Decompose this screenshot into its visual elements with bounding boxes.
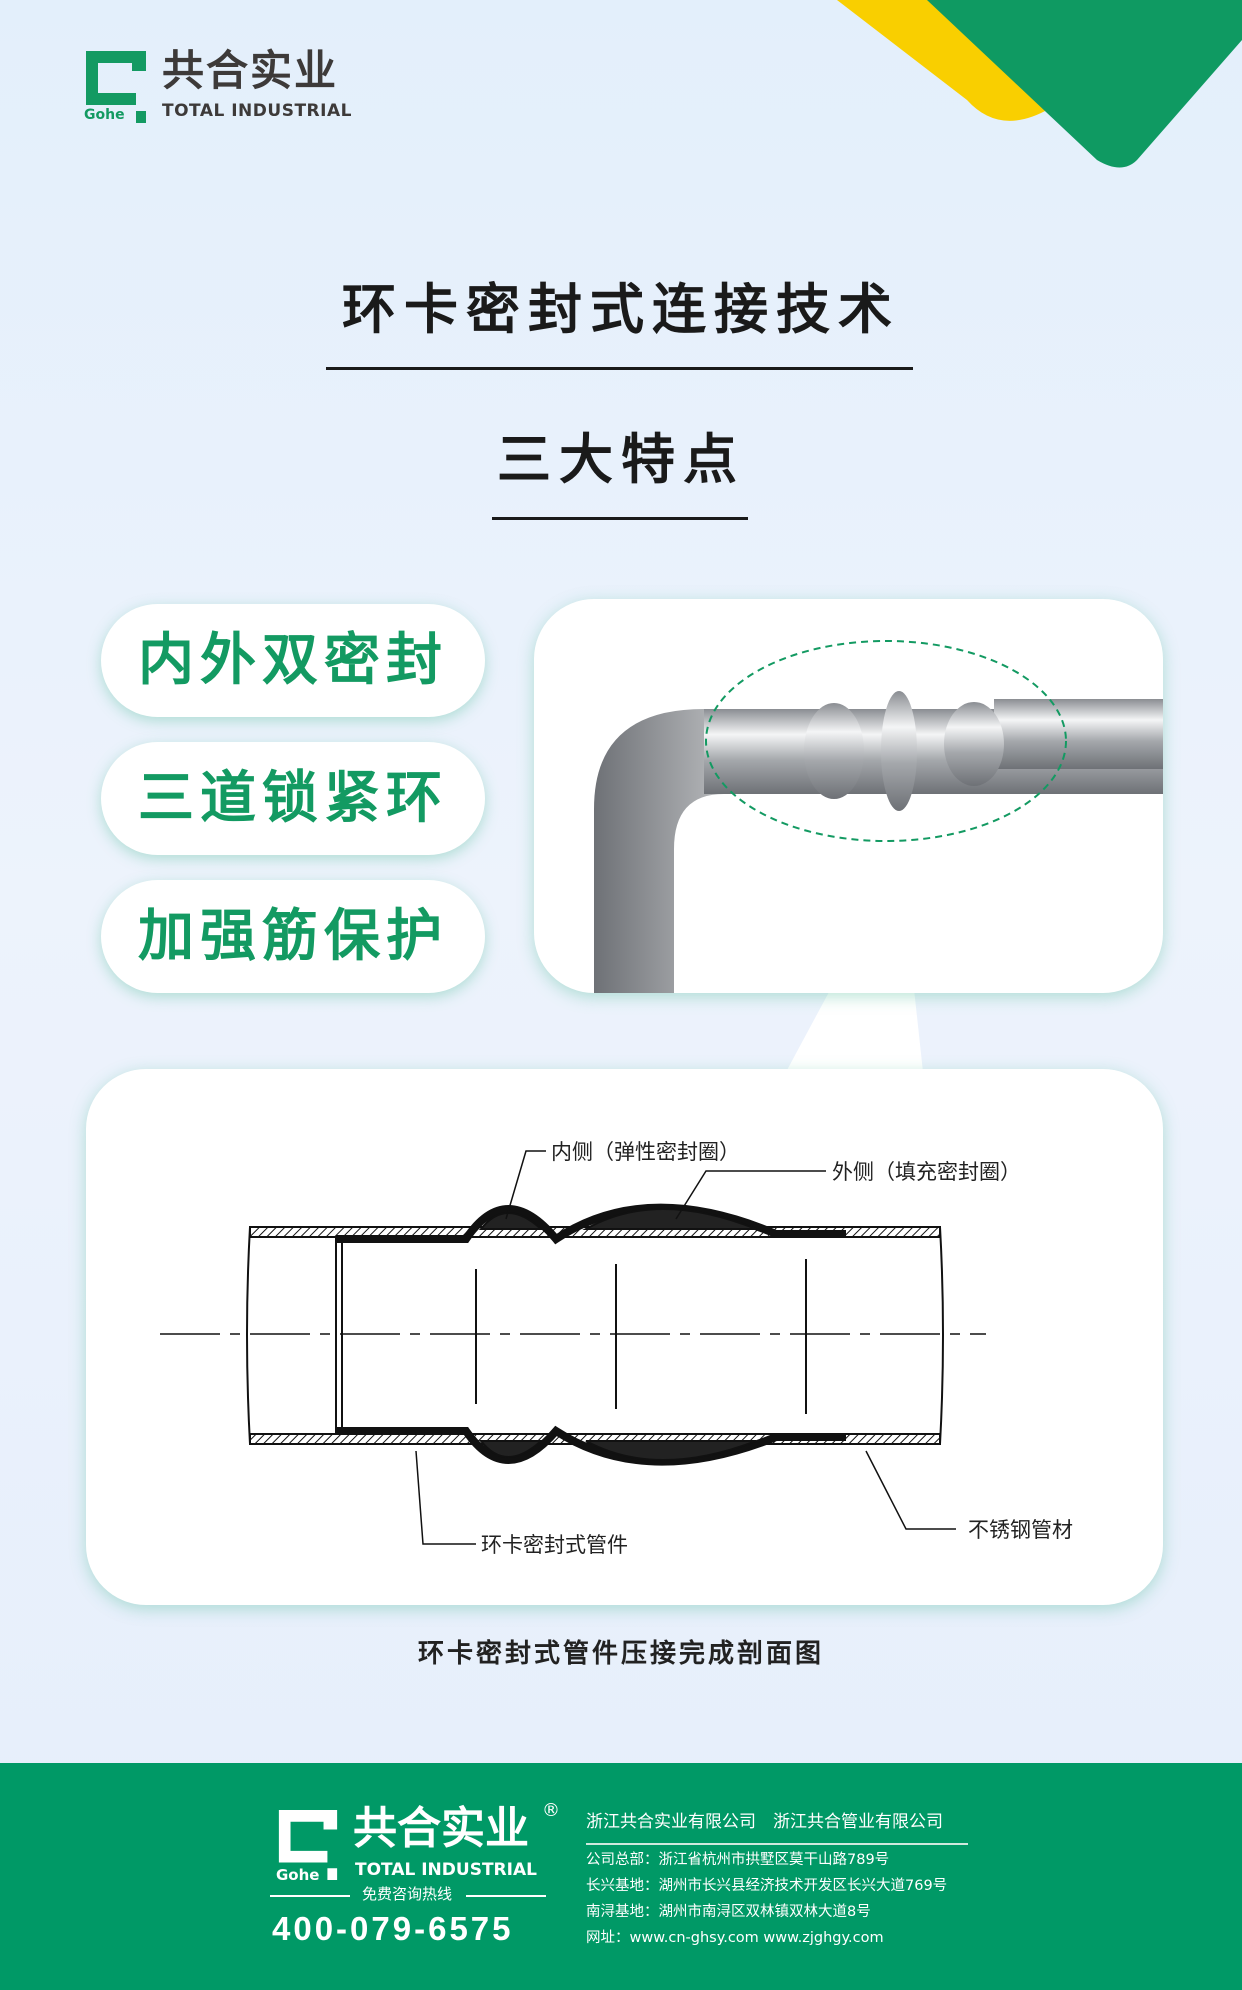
diagram-caption: 环卡密封式管件压接完成剖面图 xyxy=(417,1639,824,1669)
company-names: 浙江共合实业有限公司 浙江共合管业有限公司 xyxy=(586,1812,943,1832)
logo-mark-text: Gohe xyxy=(84,107,125,123)
feature-pill: 加强筋保护 xyxy=(101,880,485,993)
address-changxing: 长兴基地：湖州市长兴县经济技术开发区长兴大道769号 xyxy=(586,1878,948,1894)
corner-decoration xyxy=(837,0,1242,168)
divider xyxy=(586,1843,968,1845)
logo-name-cn: 共合实业 xyxy=(162,46,339,95)
footer: Gohe 共合实业 ® TOTAL INDUSTRIAL 免费咨询热线 400-… xyxy=(0,1763,1242,1990)
label-inner-seal: 内侧（弹性密封圈） xyxy=(551,1140,740,1164)
feature-pill: 三道锁紧环 xyxy=(101,742,485,855)
logo-name-en: TOTAL INDUSTRIAL xyxy=(162,101,352,121)
title-underline xyxy=(326,367,913,370)
label-fitting: 环卡密封式管件 xyxy=(481,1533,628,1557)
page-subtitle: 三大特点 xyxy=(497,428,745,491)
page-title: 环卡密封式连接技术 xyxy=(342,278,900,341)
registered-mark: ® xyxy=(542,1800,560,1821)
feature-pill: 内外双密封 xyxy=(101,604,485,717)
hotline-phone[interactable]: 400-079-6575 xyxy=(272,1910,514,1947)
cross-section-card: 内侧（弹性密封圈） 外侧（填充密封圈） 环卡密封式管件 不锈钢管材 xyxy=(86,1069,1163,1605)
label-outer-seal: 外侧（填充密封圈） xyxy=(832,1160,1021,1184)
logo-mark xyxy=(86,51,146,123)
address-hq: 公司总部：浙江省杭州市拱墅区莫干山路789号 xyxy=(586,1852,890,1868)
subtitle-underline xyxy=(492,517,748,520)
cross-section-diagram: 内侧（弹性密封圈） 外侧（填充密封圈） 环卡密封式管件 不锈钢管材 xyxy=(160,1140,1073,1557)
footer-logo-mark-text: Gohe xyxy=(276,1866,320,1884)
divider xyxy=(270,1895,350,1897)
fitting-photo-card xyxy=(534,599,1163,993)
website-links[interactable]: 网址：www.cn-ghsy.com www.zjghgy.com xyxy=(586,1930,884,1946)
label-pipe: 不锈钢管材 xyxy=(968,1518,1073,1542)
footer-logo-name-cn: 共合实业 xyxy=(353,1803,529,1854)
elbow-fitting-image xyxy=(594,640,1163,993)
footer-logo-name-en: TOTAL INDUSTRIAL xyxy=(355,1860,537,1880)
divider xyxy=(466,1895,546,1897)
address-nanxun: 南浔基地：湖州市南浔区双林镇双林大道8号 xyxy=(586,1904,871,1920)
hotline-label: 免费咨询热线 xyxy=(362,1885,453,1903)
footer-logo-mark xyxy=(278,1810,338,1880)
